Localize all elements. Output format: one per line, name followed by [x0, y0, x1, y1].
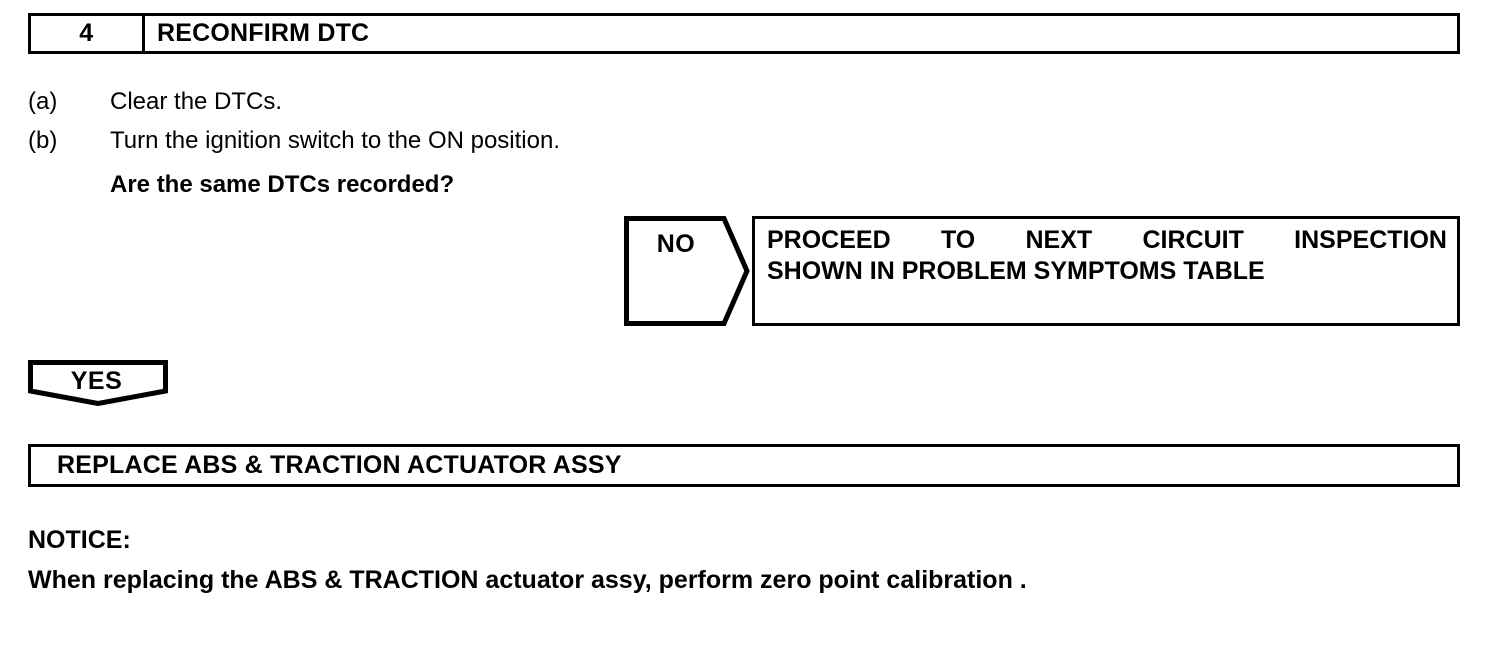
- branch-tag-no-label: NO: [656, 230, 696, 258]
- result-word: PROCEED: [767, 226, 891, 254]
- action-bar-replace: REPLACE ABS & TRACTION ACTUATOR ASSY: [28, 444, 1460, 487]
- procedure-item-label: (b): [28, 127, 58, 154]
- notice-title: NOTICE:: [28, 526, 131, 554]
- result-line-1: PROCEED TO NEXT CIRCUIT INSPECTION: [767, 225, 1447, 256]
- result-word: TO: [940, 226, 976, 254]
- step-number: 4: [31, 16, 145, 51]
- decision-question: Are the same DTCs recorded?: [110, 171, 455, 198]
- result-word: CIRCUIT: [1142, 226, 1244, 254]
- notice-body: When replacing the ABS & TRACTION actuat…: [28, 566, 1027, 594]
- result-word: NEXT: [1025, 226, 1093, 254]
- result-line-2: SHOWN IN PROBLEM SYMPTOMS TABLE: [767, 257, 1265, 285]
- result-box-no: PROCEED TO NEXT CIRCUIT INSPECTION SHOWN…: [752, 216, 1460, 326]
- procedure-item-text: Turn the ignition switch to the ON posit…: [110, 127, 560, 154]
- procedure-item: (b) Turn the ignition switch to the ON p…: [28, 127, 1028, 166]
- procedure-list: (a) Clear the DTCs. (b) Turn the ignitio…: [28, 88, 1028, 204]
- branch-tag-no: NO: [624, 216, 750, 326]
- notice-block: NOTICE: When replacing the ABS & TRACTIO…: [28, 520, 1428, 600]
- branch-tag-yes-label: YES: [70, 367, 123, 395]
- step-header: 4 RECONFIRM DTC: [28, 13, 1460, 54]
- procedure-item-text: Clear the DTCs.: [110, 88, 283, 115]
- result-word: INSPECTION: [1294, 226, 1447, 254]
- procedure-item-label: (a): [28, 88, 58, 115]
- branch-tag-yes: YES: [28, 360, 168, 406]
- arrow-right-pentagon-icon: [624, 216, 750, 326]
- procedure-item: (a) Clear the DTCs.: [28, 88, 1028, 127]
- step-title: RECONFIRM DTC: [157, 19, 370, 47]
- arrow-down-pentagon-icon: [28, 360, 168, 406]
